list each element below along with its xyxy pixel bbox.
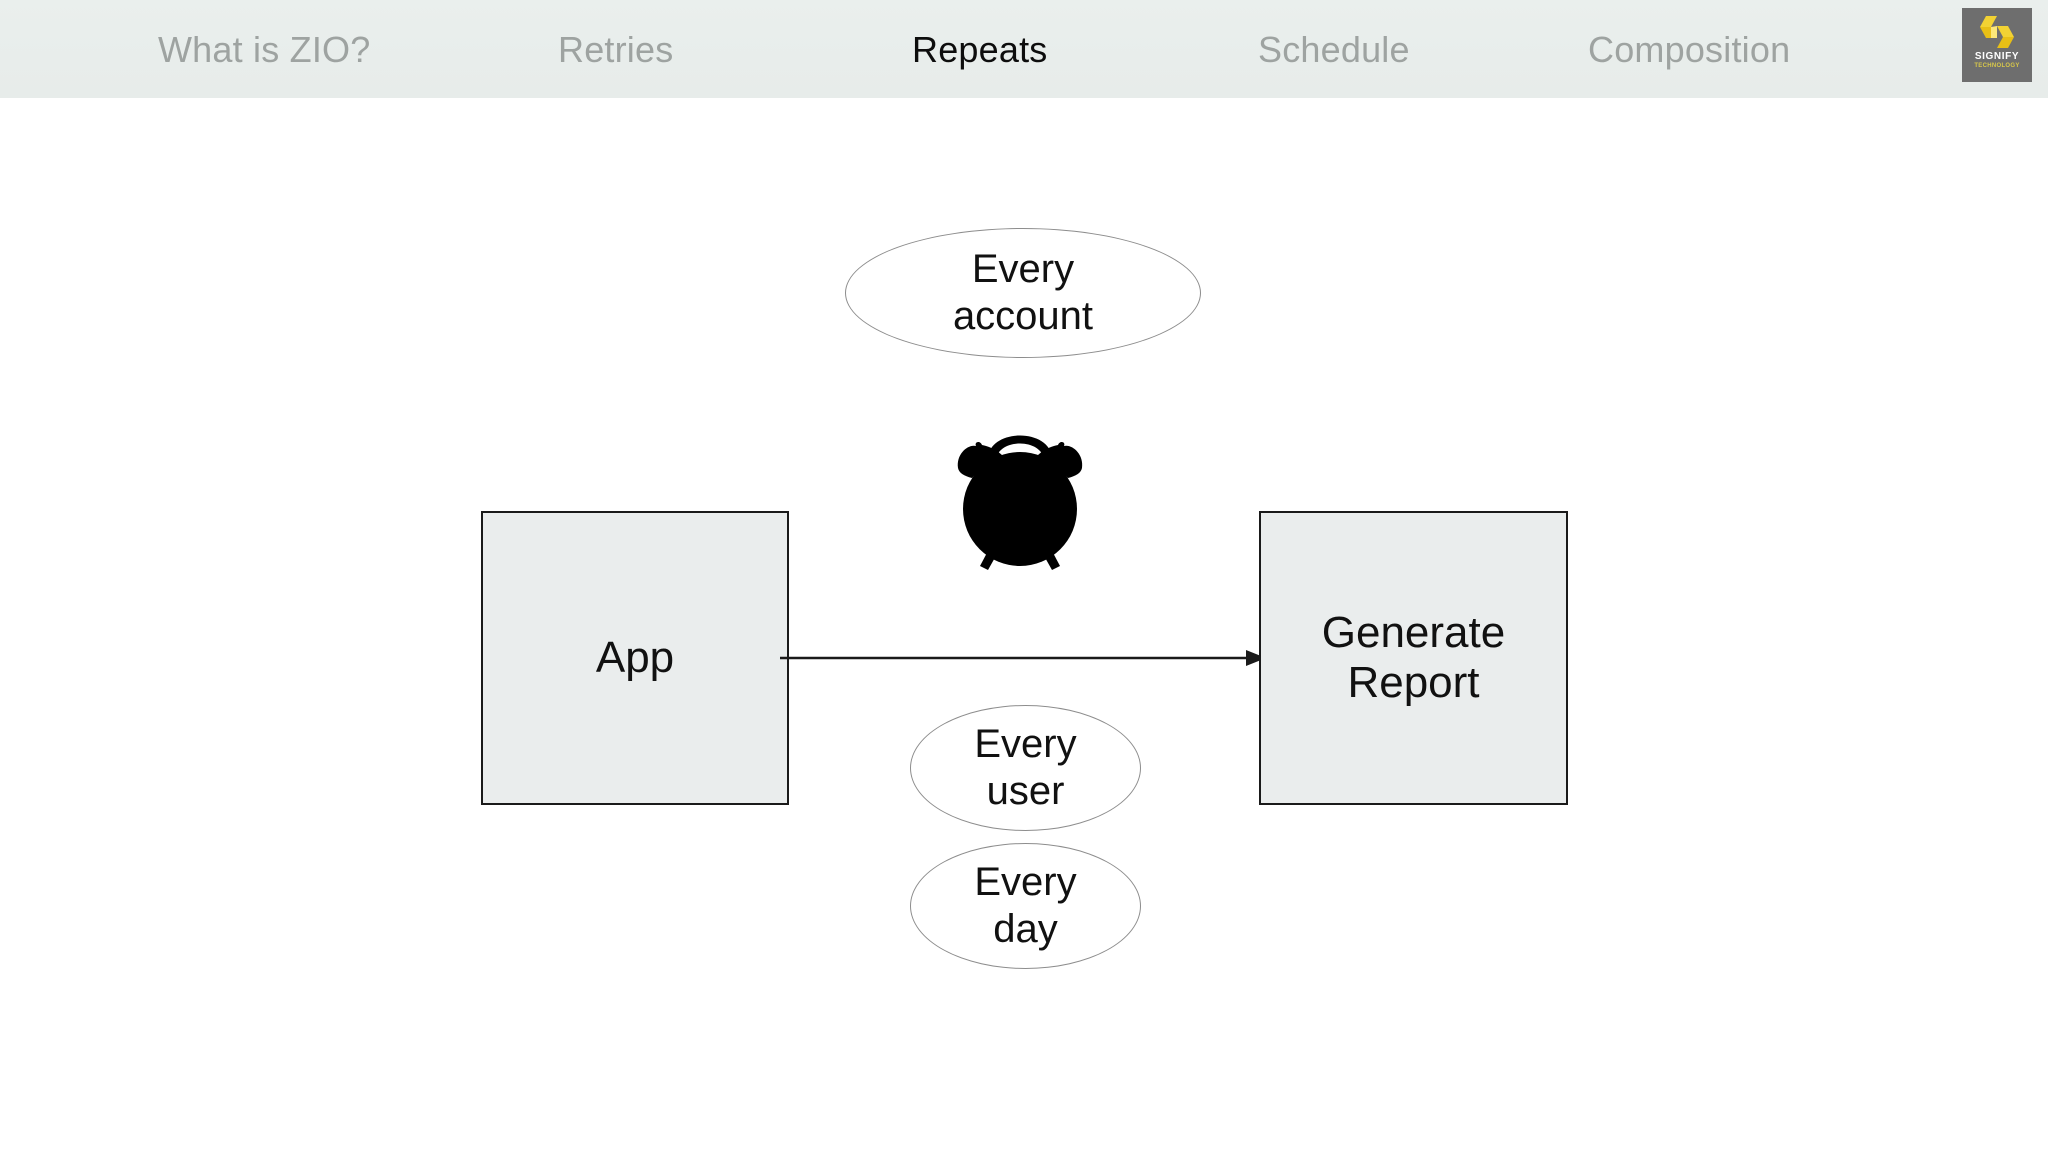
alarm-clock-icon xyxy=(957,435,1083,570)
nav-items-container: What is ZIO? Retries Repeats Schedule Co… xyxy=(0,0,1960,98)
nav-item-repeats[interactable]: Repeats xyxy=(912,29,1048,70)
node-generate-report[interactable]: Generate Report xyxy=(1259,511,1568,805)
diagram-canvas: Every account App xyxy=(0,98,2048,1152)
node-label: App xyxy=(595,633,675,682)
annotation-every-day[interactable]: Every day xyxy=(910,843,1141,969)
nav-item-what-is-zio[interactable]: What is ZIO? xyxy=(158,29,371,70)
signify-chevron-icon xyxy=(1980,16,2014,48)
top-navigation-bar: What is ZIO? Retries Repeats Schedule Co… xyxy=(0,0,2048,98)
signify-logo[interactable]: SIGNIFY TECHNOLOGY xyxy=(1962,8,2032,82)
nav-item-schedule[interactable]: Schedule xyxy=(1258,29,1410,70)
logo-subtitle: TECHNOLOGY xyxy=(1974,63,2020,69)
annotation-label: Every user xyxy=(974,722,1077,813)
nav-item-composition[interactable]: Composition xyxy=(1588,29,1791,70)
edge-app-to-generate-report xyxy=(780,650,1266,666)
node-label: Generate Report xyxy=(1321,608,1506,707)
annotation-every-user[interactable]: Every user xyxy=(910,705,1141,831)
annotation-label: Every day xyxy=(974,860,1077,951)
node-app[interactable]: App xyxy=(481,511,789,805)
annotation-every-account[interactable]: Every account xyxy=(845,228,1201,358)
logo-name: SIGNIFY xyxy=(1974,51,2020,62)
annotation-label: Every account xyxy=(952,247,1094,338)
nav-item-retries[interactable]: Retries xyxy=(558,29,674,70)
